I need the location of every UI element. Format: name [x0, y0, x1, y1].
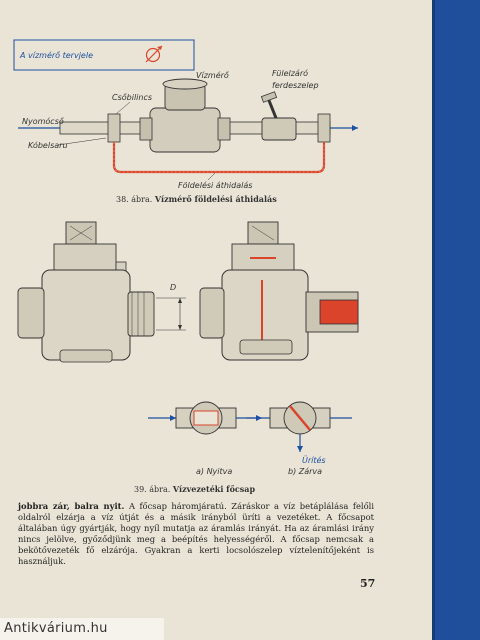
- label-nyomocso: Nyomócső: [22, 116, 64, 126]
- dimension-label: D: [170, 283, 176, 292]
- pipe-clamp-right: [317, 113, 331, 143]
- body-paragraph: jobbra zár, balra nyit. A főcsap háromjá…: [18, 501, 374, 566]
- caption-39-text: Vízvezetéki főcsap: [172, 484, 256, 494]
- body-lead: jobbra zár, balra nyit.: [18, 501, 125, 511]
- figure-38-diagram: A vízmérő tervjele Csőbilincs V: [13, 39, 358, 190]
- label-csobilincs: Csőbilincs: [112, 93, 152, 102]
- label-foldelesi: Földelési áthidalás: [178, 180, 252, 190]
- caption-38-number: 38. ábra.: [116, 195, 153, 204]
- label-urites: Ürítés: [302, 455, 326, 465]
- book-cover-edge: [432, 0, 480, 640]
- label-fuleszaro: Fülelzáró: [272, 68, 308, 78]
- caption-39-number: 39. ábra.: [134, 485, 171, 494]
- watermark: Antikvárium.hu: [0, 618, 164, 640]
- caption-figure-39: 39. ábra. Vízvezetéki főcsap: [134, 484, 255, 494]
- pipe-clamp-left: [107, 113, 121, 143]
- page-number: 57: [360, 577, 376, 590]
- label-a-open: a) Nyitva: [196, 467, 232, 476]
- body-text: A főcsap háromjáratú. Záráskor a víz bet…: [18, 501, 374, 566]
- legend-box: [13, 39, 195, 71]
- label-kobelsaru: Kóbelsaru: [28, 140, 68, 150]
- section-cut-red: [319, 299, 359, 325]
- water-meter: [149, 107, 221, 153]
- figure-39-diagram: D a) Nyitva b) Zárva Ürítés: [17, 221, 359, 476]
- angle-valve: [261, 117, 297, 141]
- label-b-closed: b) Zárva: [288, 467, 322, 476]
- meter-symbol-icon: [145, 45, 163, 63]
- caption-figure-38: 38. ábra. Vízmérő földelési áthidalás: [116, 194, 277, 204]
- caption-38-text: Vízmérő földelési áthidalás: [154, 194, 277, 204]
- label-vizmero: Vízmérő: [196, 70, 229, 80]
- legend-label: A vízmérő tervjele: [19, 50, 93, 60]
- label-ferdeszelep: ferdeszelep: [272, 81, 319, 90]
